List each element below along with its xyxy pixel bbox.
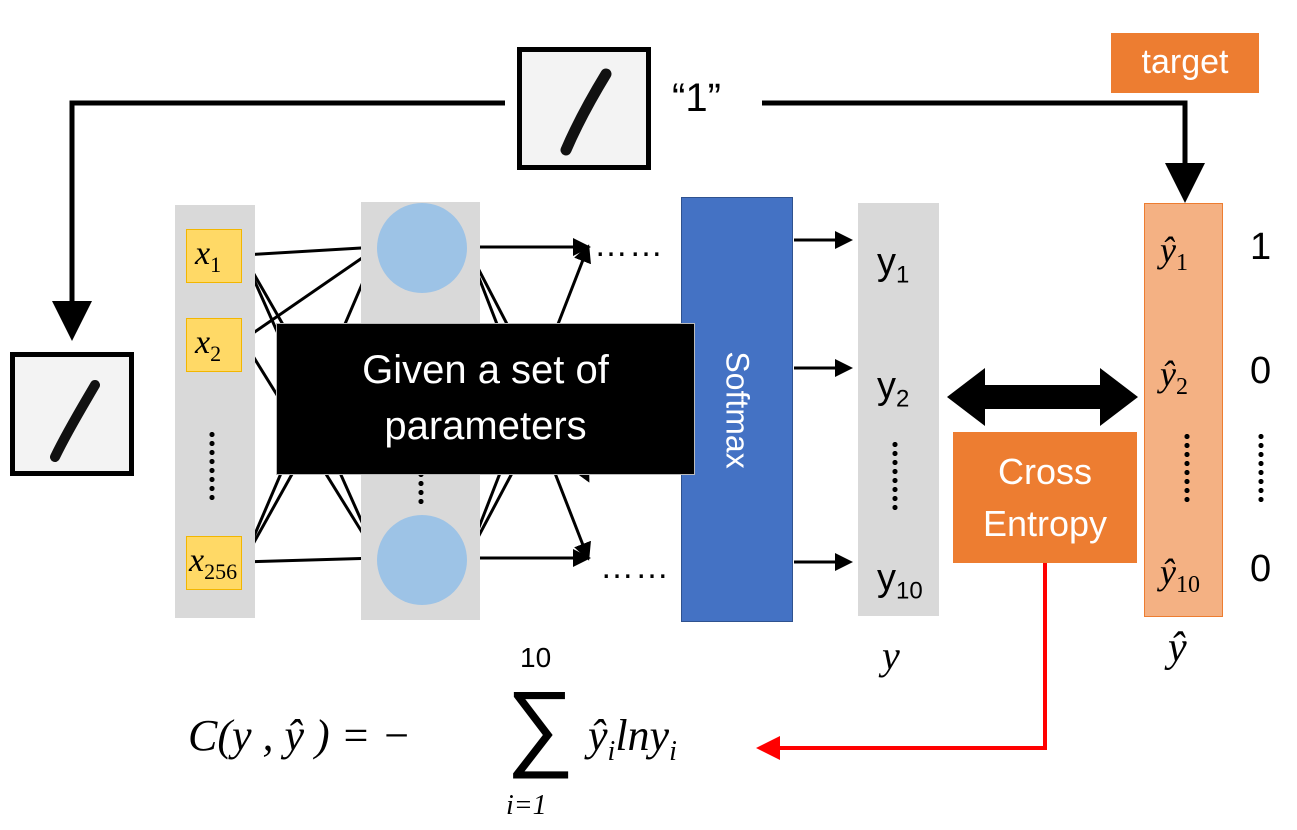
- output-y2: y2: [877, 365, 910, 413]
- formula-term: ŷilnyi: [588, 711, 677, 767]
- red-arrow: [756, 563, 1047, 760]
- neuron-bottom: [377, 515, 467, 605]
- target-value-1: 1: [1250, 226, 1272, 268]
- target-values-vertical-dots: [1258, 432, 1264, 504]
- target-value-10: 0: [1250, 548, 1272, 590]
- layer-dots-bottom: ……: [600, 548, 670, 586]
- formula-sum-bottom: i=1: [506, 790, 547, 821]
- input-vertical-dots: [209, 430, 215, 502]
- image-to-input-arrow: [52, 100, 505, 341]
- input-x256: x256: [186, 536, 242, 590]
- digit-one-stroke: [560, 68, 612, 156]
- target-badge: target: [1111, 33, 1259, 93]
- hidden-vertical-dots: [418, 470, 424, 506]
- digit-image-input: [10, 352, 134, 476]
- output-y-column: [858, 203, 939, 616]
- label-to-target-arrow: [762, 100, 1205, 203]
- softmax-label: Softmax: [719, 350, 756, 469]
- output-vertical-dots: [892, 440, 898, 514]
- input-x2: x2: [186, 318, 242, 372]
- formula-sum-top: 10: [520, 642, 552, 673]
- formula-lhs: C(y , ŷ ) = −: [188, 711, 412, 760]
- target-value-2: 0: [1250, 350, 1272, 392]
- target-yhat10: ŷ10: [1160, 552, 1200, 599]
- input-x1: x1: [186, 229, 242, 283]
- softmax-output-arrows: [794, 231, 853, 571]
- cross-label-1: Cross: [997, 451, 1092, 492]
- target-yhat2: ŷ2: [1160, 354, 1188, 401]
- cross-label-2: Entropy: [982, 503, 1108, 544]
- given-parameters-box: Given a set of parameters: [276, 323, 695, 475]
- digit-one-stroke-input: [50, 380, 100, 462]
- output-y1: y1: [877, 241, 910, 289]
- target-column-label: ŷ: [1168, 625, 1187, 671]
- output-y10: y10: [877, 557, 923, 605]
- cross-entropy-box: Cross Entropy: [953, 432, 1137, 563]
- neuron-top: [377, 203, 467, 293]
- double-arrow: [947, 368, 1138, 426]
- target-yhat-column: [1144, 203, 1223, 617]
- target-yhat1: ŷ1: [1160, 230, 1188, 277]
- layer-dots-top: ……: [594, 226, 664, 264]
- formula-sum-symbol: ∑: [506, 672, 575, 779]
- digit-image-top: [517, 47, 651, 170]
- target-digit-label: “1”: [672, 76, 721, 120]
- target-vertical-dots: [1184, 432, 1190, 504]
- output-column-label: y: [882, 633, 900, 678]
- given-line-1: Given a set of: [362, 348, 609, 392]
- softmax-block: Softmax: [681, 197, 793, 622]
- given-line-2: parameters: [384, 404, 587, 448]
